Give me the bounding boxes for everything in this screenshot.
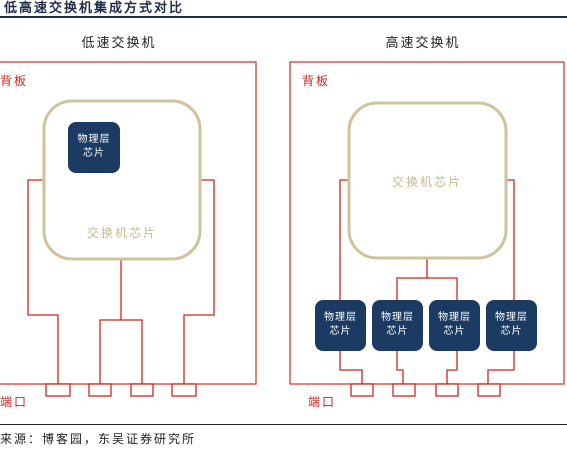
high-speed-phy-chip [486, 300, 537, 351]
high-speed-port [477, 383, 501, 397]
low-speed-diagram [0, 61, 257, 397]
high-speed-traces [339, 179, 515, 384]
low-speed-port [130, 383, 154, 397]
source-note: 来源：博客园，东吴证券研究所 [0, 432, 197, 446]
low-speed-traces [27, 179, 215, 384]
high-speed-port-label: 端口 [308, 395, 337, 409]
figure-title: 低高速交换机集成方式对比 [4, 1, 185, 16]
high-speed-title: 高速交换机 [385, 36, 461, 51]
low-speed-board-label: 背板 [0, 74, 29, 88]
high-speed-port [435, 383, 459, 397]
high-speed-port [392, 383, 416, 397]
high-speed-port [350, 383, 374, 397]
low-speed-port-label: 端口 [0, 395, 29, 409]
high-speed-phy-chip-label: 物理层 芯片 [495, 312, 528, 337]
high-speed-phy-chip-label: 物理层 芯片 [324, 312, 357, 337]
low-speed-title: 低速交换机 [81, 36, 157, 51]
high-speed-phy-chip [429, 300, 480, 351]
low-speed-port [171, 383, 197, 397]
high-speed-board-label: 背板 [302, 74, 331, 88]
low-speed-ports [45, 383, 197, 397]
high-speed-switch-chip [347, 101, 508, 260]
high-speed-ports [350, 383, 501, 397]
high-speed-switch-chip-label: 交换机芯片 [391, 175, 463, 189]
low-speed-phy-chip [68, 122, 120, 173]
high-speed-diagram [289, 61, 565, 397]
low-speed-switch-chip-label: 交换机芯片 [86, 226, 158, 240]
high-speed-phy-chips [315, 300, 537, 351]
high-speed-backplane [289, 61, 565, 385]
high-speed-phy-chip-label: 物理层 芯片 [438, 312, 471, 337]
low-speed-port [45, 383, 71, 397]
high-speed-phy-chip-label: 物理层 芯片 [381, 312, 414, 337]
footer-rule [0, 424, 567, 425]
low-speed-backplane [0, 61, 257, 385]
header-rule [0, 16, 567, 18]
low-speed-phy-chip-label: 物理层 芯片 [77, 134, 111, 159]
high-speed-phy-chip [315, 300, 366, 351]
high-speed-phy-chip [372, 300, 423, 351]
low-speed-port [88, 383, 112, 397]
